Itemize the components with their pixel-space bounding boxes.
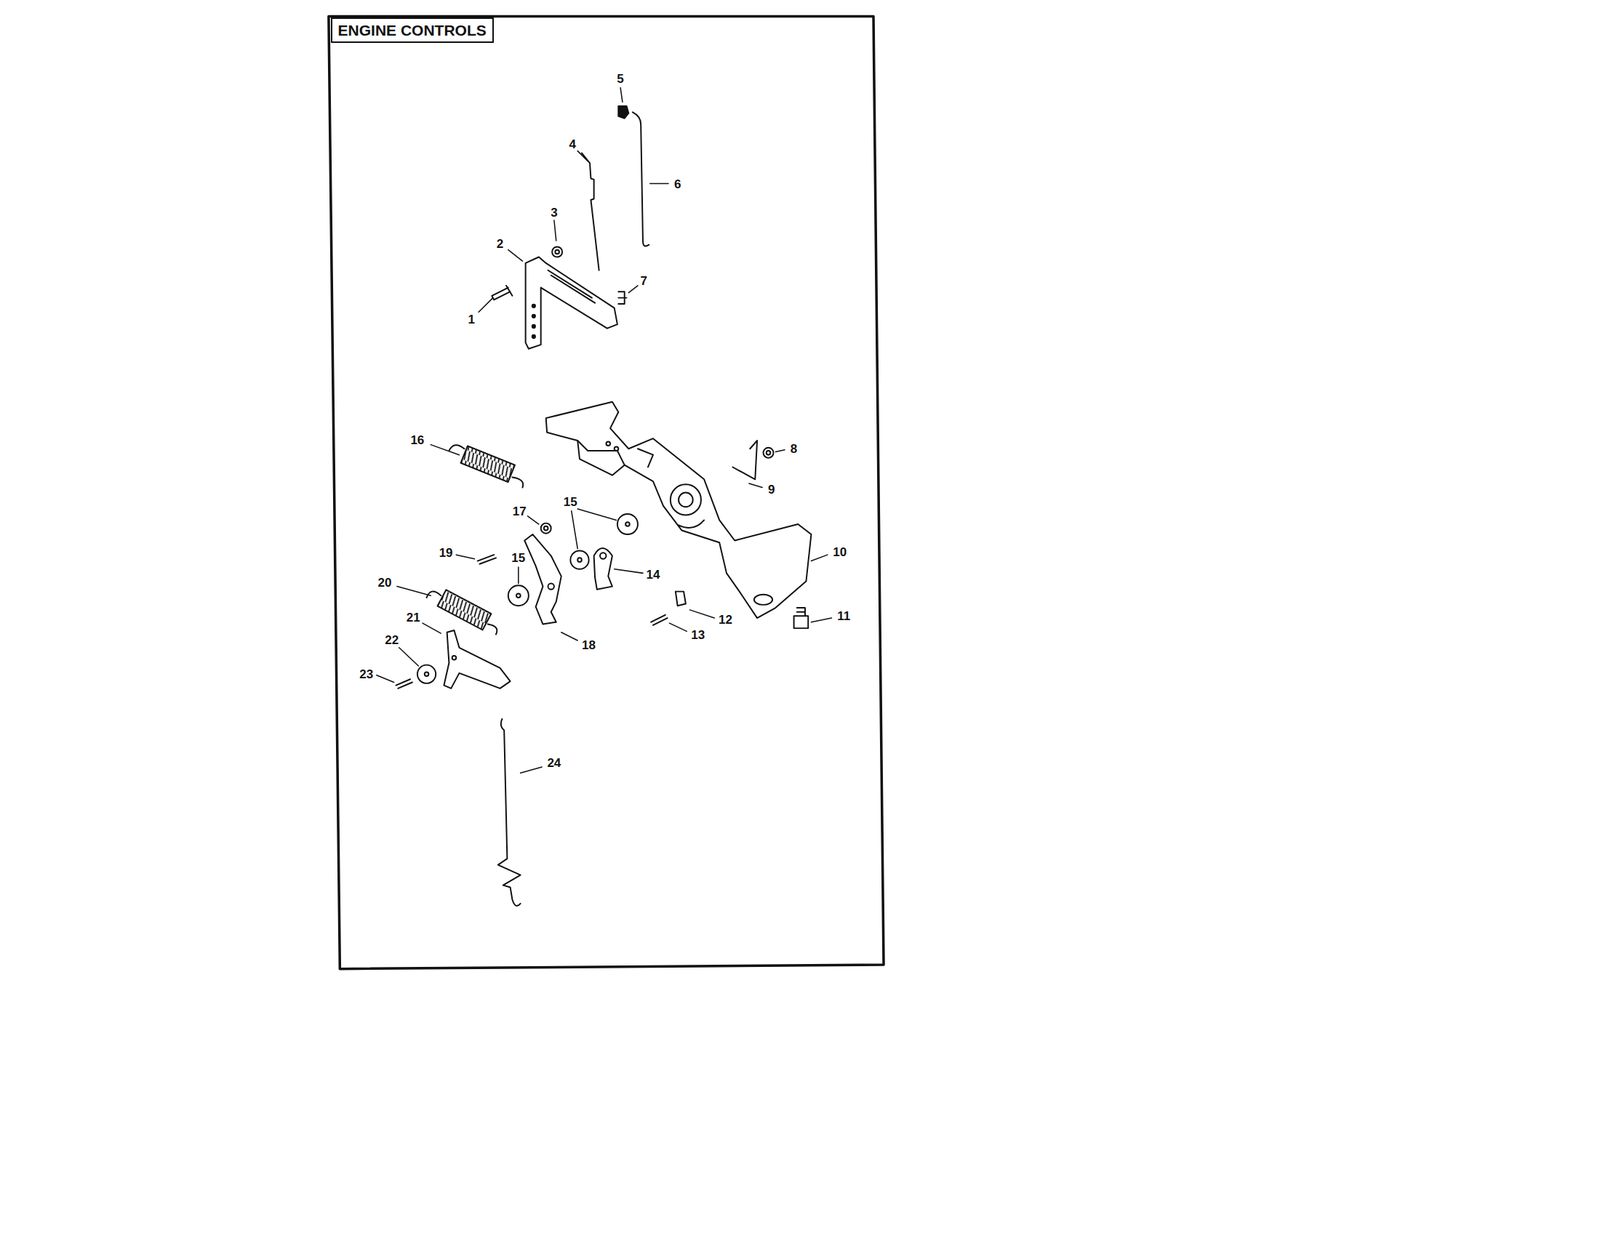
callout-number: 14 <box>645 568 661 581</box>
callout-number: 7 <box>640 274 648 287</box>
callout-number: 3 <box>549 205 558 219</box>
callout-number: 19 <box>438 546 454 560</box>
callout-number: 24 <box>546 757 562 770</box>
callout-number: 23 <box>358 668 374 681</box>
spring-9 <box>732 440 758 480</box>
spring-20 <box>426 589 498 635</box>
nut-17 <box>541 523 552 534</box>
callout-number: 11 <box>836 610 851 623</box>
callout-number: 18 <box>581 638 597 651</box>
callout-number: 12 <box>717 613 734 626</box>
callout-number: 21 <box>405 610 422 624</box>
frame <box>328 16 884 969</box>
spring-16 <box>448 445 523 488</box>
callout-number: 9 <box>767 483 776 496</box>
callout-number: 16 <box>409 433 425 446</box>
screw-23 <box>395 679 412 689</box>
washer-15 <box>508 585 529 606</box>
callout-number: 1 <box>466 313 475 326</box>
rod-6 <box>632 112 649 246</box>
lever-18 <box>524 534 562 624</box>
callout-number: 17 <box>512 504 528 518</box>
lever-21 <box>443 630 510 689</box>
clip-7 <box>618 291 627 304</box>
callout-number: 15 <box>510 552 526 565</box>
screw-1 <box>491 285 512 301</box>
callout-number: 2 <box>496 237 504 251</box>
nut-5 <box>618 106 629 119</box>
bolt-11 <box>794 608 809 629</box>
callout-number: 5 <box>616 72 624 86</box>
nut-3 <box>552 246 563 257</box>
callout-number: 15 <box>562 496 579 509</box>
part-12 <box>675 592 686 607</box>
washer-15 <box>570 551 589 570</box>
callout-number: 8 <box>789 442 798 456</box>
callout-number: 4 <box>568 137 576 150</box>
callout-number: 13 <box>690 628 706 641</box>
screw-19 <box>477 554 496 565</box>
callout-number: 20 <box>376 576 392 590</box>
screw-13 <box>650 615 667 626</box>
bracket-2 <box>525 257 618 350</box>
leader-lines <box>376 88 832 774</box>
callout-number: 6 <box>673 177 682 190</box>
part-14 <box>594 548 613 590</box>
washer-22 <box>417 665 436 684</box>
callout-number: 10 <box>832 546 848 559</box>
rod-24 <box>498 719 521 907</box>
bracket-10 <box>546 402 812 619</box>
washer-15 <box>617 514 638 535</box>
callout-number: 22 <box>384 633 400 646</box>
diagram-title: ENGINE CONTROLS <box>330 17 494 43</box>
rod-4 <box>581 152 600 270</box>
nut-8 <box>762 448 774 459</box>
